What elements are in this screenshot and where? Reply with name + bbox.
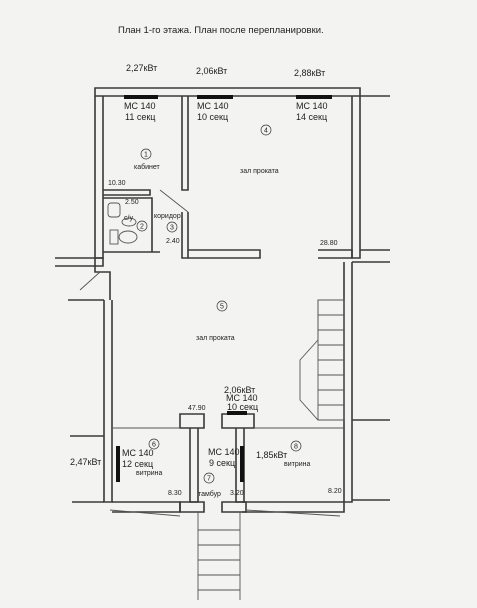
- plan-title: План 1-го этажа. План после перепланиров…: [118, 25, 324, 36]
- room-6: 6 витрина 8.30: [136, 438, 182, 497]
- power-label-6: 1,85кВт: [256, 450, 287, 460]
- heater-6-model: МС 140: [208, 447, 240, 457]
- heater-2-sections: 10 секц: [197, 112, 228, 122]
- room-2-name: с/у: [124, 215, 133, 222]
- room-8-area: 8.20: [328, 488, 342, 495]
- room-5-area: 47.90: [188, 405, 206, 412]
- heater-mark-1: [124, 95, 158, 99]
- heater-2-model: МС 140: [197, 101, 229, 111]
- power-label-2: 2,06кВт: [196, 66, 227, 76]
- heater-mark-2: [197, 95, 233, 99]
- heater-5-model: МС 140: [122, 448, 154, 458]
- room-7-area: 3.20: [230, 490, 244, 497]
- room-8-number: 8: [294, 444, 298, 451]
- room-6-name: витрина: [136, 470, 163, 477]
- room-4-area: 28.80: [320, 240, 338, 247]
- room-4-name: зал проката: [240, 168, 279, 175]
- room-4-number: 4: [264, 128, 268, 135]
- wc-fixtures: [107, 202, 138, 245]
- heater-mark-5: [116, 446, 120, 482]
- room-1-name: кабинет: [134, 163, 161, 171]
- power-label-5: 2,47кВт: [70, 457, 101, 467]
- room-6-area: 8.30: [168, 490, 182, 497]
- room-8: 8 витрина 8.20: [284, 440, 342, 495]
- room-5: 5 зал проката 47.90: [188, 300, 235, 412]
- heater-1-sections: 11 секц: [125, 112, 155, 122]
- room-5-name: зал проката: [196, 335, 235, 342]
- room-2-number: 2: [140, 224, 144, 231]
- heater-6-sections: 9 секц: [209, 458, 235, 468]
- heater-3-model: МС 140: [296, 101, 328, 111]
- room-1-area: 10.30: [108, 180, 126, 187]
- room-2: 2 с/у 2.50: [124, 199, 148, 232]
- heater-4-sections: 10 секц: [227, 402, 258, 412]
- heater-3-sections: 14 секц: [296, 112, 327, 122]
- staircase: [299, 299, 345, 421]
- room-8-name: витрина: [284, 461, 311, 468]
- room-3-name: коридор: [154, 213, 181, 220]
- room-6-number: 6: [152, 442, 156, 449]
- walls: [55, 87, 390, 600]
- room-3: 3 коридор 2.40: [154, 213, 181, 245]
- room-2-area: 2.50: [125, 199, 139, 206]
- room-1-number: 1: [144, 152, 148, 159]
- power-label-3: 2,88кВт: [294, 68, 325, 78]
- room-1: 1 кабинет 10.30: [108, 148, 161, 187]
- room-7-name: тамбур: [198, 490, 221, 498]
- room-7: 7 тамбур 3.20: [198, 472, 244, 498]
- heater-mark-3: [296, 95, 332, 99]
- power-labels: 2,27кВт 2,06кВт 2,88кВт 2,06кВт 2,47кВт …: [70, 63, 325, 467]
- heaters: [116, 95, 332, 482]
- heater-1-model: МС 140: [124, 101, 156, 111]
- room-7-number: 7: [207, 476, 211, 483]
- power-label-4: 2,06кВт: [224, 385, 255, 395]
- room-3-number: 3: [170, 225, 174, 232]
- heater-mark-4: [227, 411, 247, 415]
- room-3-area: 2.40: [166, 238, 180, 245]
- room-4: 4 зал проката 28.80: [240, 124, 338, 247]
- heater-4-model: МС 140: [226, 393, 258, 403]
- heater-captions: МС 140 11 секц МС 140 10 секц МС 140 14 …: [122, 101, 328, 469]
- room-5-number: 5: [220, 304, 224, 311]
- heater-5-sections: 12 секц: [122, 459, 153, 469]
- heater-mark-6: [240, 446, 244, 482]
- power-label-1: 2,27кВт: [126, 63, 157, 73]
